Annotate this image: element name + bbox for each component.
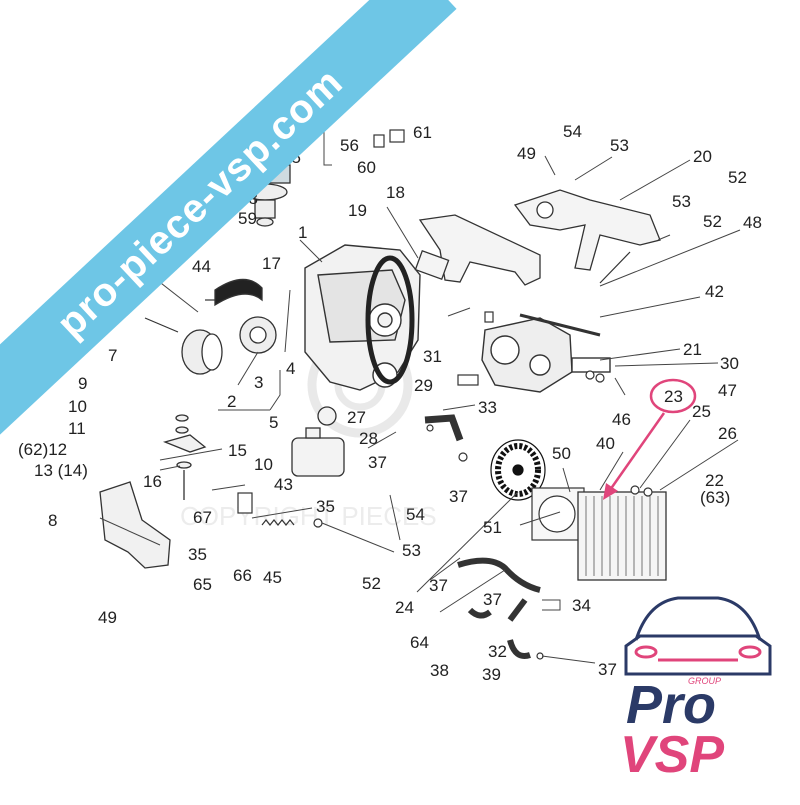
coolant-hoses (424, 414, 541, 659)
callout-2: 2 (227, 392, 236, 411)
callout-1: 1 (298, 223, 307, 242)
callout-51: 51 (483, 518, 502, 537)
callout-29: 29 (414, 376, 433, 395)
thermostat-spring (237, 492, 295, 526)
part-23-highlight (603, 378, 697, 500)
callout-54b: 54 (406, 505, 425, 524)
callout-17: 17 (262, 254, 281, 273)
callout-16: 16 (143, 472, 162, 491)
callout-9: 9 (78, 374, 87, 393)
logo-group-text: GROUP (688, 676, 721, 686)
callout-37c: 37 (429, 576, 448, 595)
callout-10a: 10 (68, 397, 87, 416)
callout-12: (62)12 (18, 440, 67, 459)
callout-37d: 37 (483, 590, 502, 609)
callout-4: 4 (286, 359, 295, 378)
callout-52b: 52 (703, 212, 722, 231)
cooling-fan (490, 439, 546, 501)
callout-47: 47 (718, 381, 737, 400)
callout-28: 28 (359, 429, 378, 448)
callout-61: 61 (413, 123, 432, 142)
callout-35a: 35 (316, 497, 335, 516)
callout-53a: 53 (610, 136, 629, 155)
callout-22-alt: (63) (700, 488, 730, 507)
expansion-tank (291, 406, 345, 477)
callout-15: 15 (228, 441, 247, 460)
provsp-logo: GROUP Pro VSP (618, 588, 778, 784)
callout-18: 18 (386, 183, 405, 202)
callout-49b: 49 (98, 608, 117, 627)
radiator (577, 491, 667, 581)
callout-56: 56 (340, 136, 359, 155)
callout-53b: 53 (672, 192, 691, 211)
exhaust-manifold (414, 214, 541, 286)
callout-31: 31 (423, 347, 442, 366)
engine-block (304, 244, 421, 391)
gearbox (481, 313, 611, 393)
engine-bracket (513, 189, 661, 271)
callout-53c: 53 (402, 541, 421, 560)
callout-44: 44 (192, 257, 211, 276)
callout-45: 45 (263, 568, 282, 587)
callout-11: 11 (68, 419, 86, 438)
callout-34: 34 (572, 596, 591, 615)
callout-27: 27 (347, 408, 366, 427)
callout-32: 32 (488, 642, 507, 661)
callout-37b: 37 (449, 487, 468, 506)
engine-mount-support (99, 414, 207, 569)
callout-42: 42 (705, 282, 724, 301)
callout-13: 13 (14) (34, 461, 88, 480)
logo-pro-text: Pro (626, 675, 716, 735)
callout-33: 33 (478, 398, 497, 417)
callout-54a: 54 (563, 122, 582, 141)
callout-60: 60 (357, 158, 376, 177)
callout-21: 21 (683, 340, 702, 359)
callout-65: 65 (193, 575, 212, 594)
callout-52c: 52 (362, 574, 381, 593)
callout-49a: 49 (517, 144, 536, 163)
callout-52a: 52 (728, 168, 747, 187)
callout-64: 64 (410, 633, 429, 652)
callout-26: 26 (718, 424, 737, 443)
callout-3: 3 (254, 373, 263, 392)
callout-35b: 35 (188, 545, 207, 564)
callout-39: 39 (482, 665, 501, 684)
callout-19: 19 (348, 201, 367, 220)
callout-22: 22 (705, 471, 724, 490)
callout-7: 7 (108, 346, 117, 365)
callout-37e: 37 (598, 660, 617, 679)
callout-8: 8 (48, 511, 57, 530)
callout-66: 66 (233, 566, 252, 585)
callout-10b: 10 (254, 455, 273, 474)
water-pump-and-pulley (181, 278, 277, 375)
callout-37a: 37 (368, 453, 387, 472)
logo-vsp-text: VSP (620, 726, 724, 778)
car-outline-icon (624, 596, 772, 676)
callout-25: 25 (692, 402, 711, 421)
callout-46: 46 (612, 410, 631, 429)
callout-38: 38 (430, 661, 449, 680)
copyright-text: COPYRIGHT PIECES (180, 501, 437, 531)
callout-43: 43 (274, 475, 293, 494)
callout-23: 23 (664, 387, 683, 406)
callout-59: 59 (238, 209, 257, 228)
callout-50: 50 (552, 444, 571, 463)
callout-5: 5 (269, 413, 278, 432)
callout-20: 20 (693, 147, 712, 166)
fan-shroud (531, 487, 585, 541)
callout-24: 24 (395, 598, 414, 617)
callout-30: 30 (720, 354, 739, 373)
logo-graphic: GROUP Pro VSP (620, 596, 772, 784)
callout-48: 48 (743, 213, 762, 232)
callout-40: 40 (596, 434, 615, 453)
callout-67: 67 (193, 508, 212, 527)
